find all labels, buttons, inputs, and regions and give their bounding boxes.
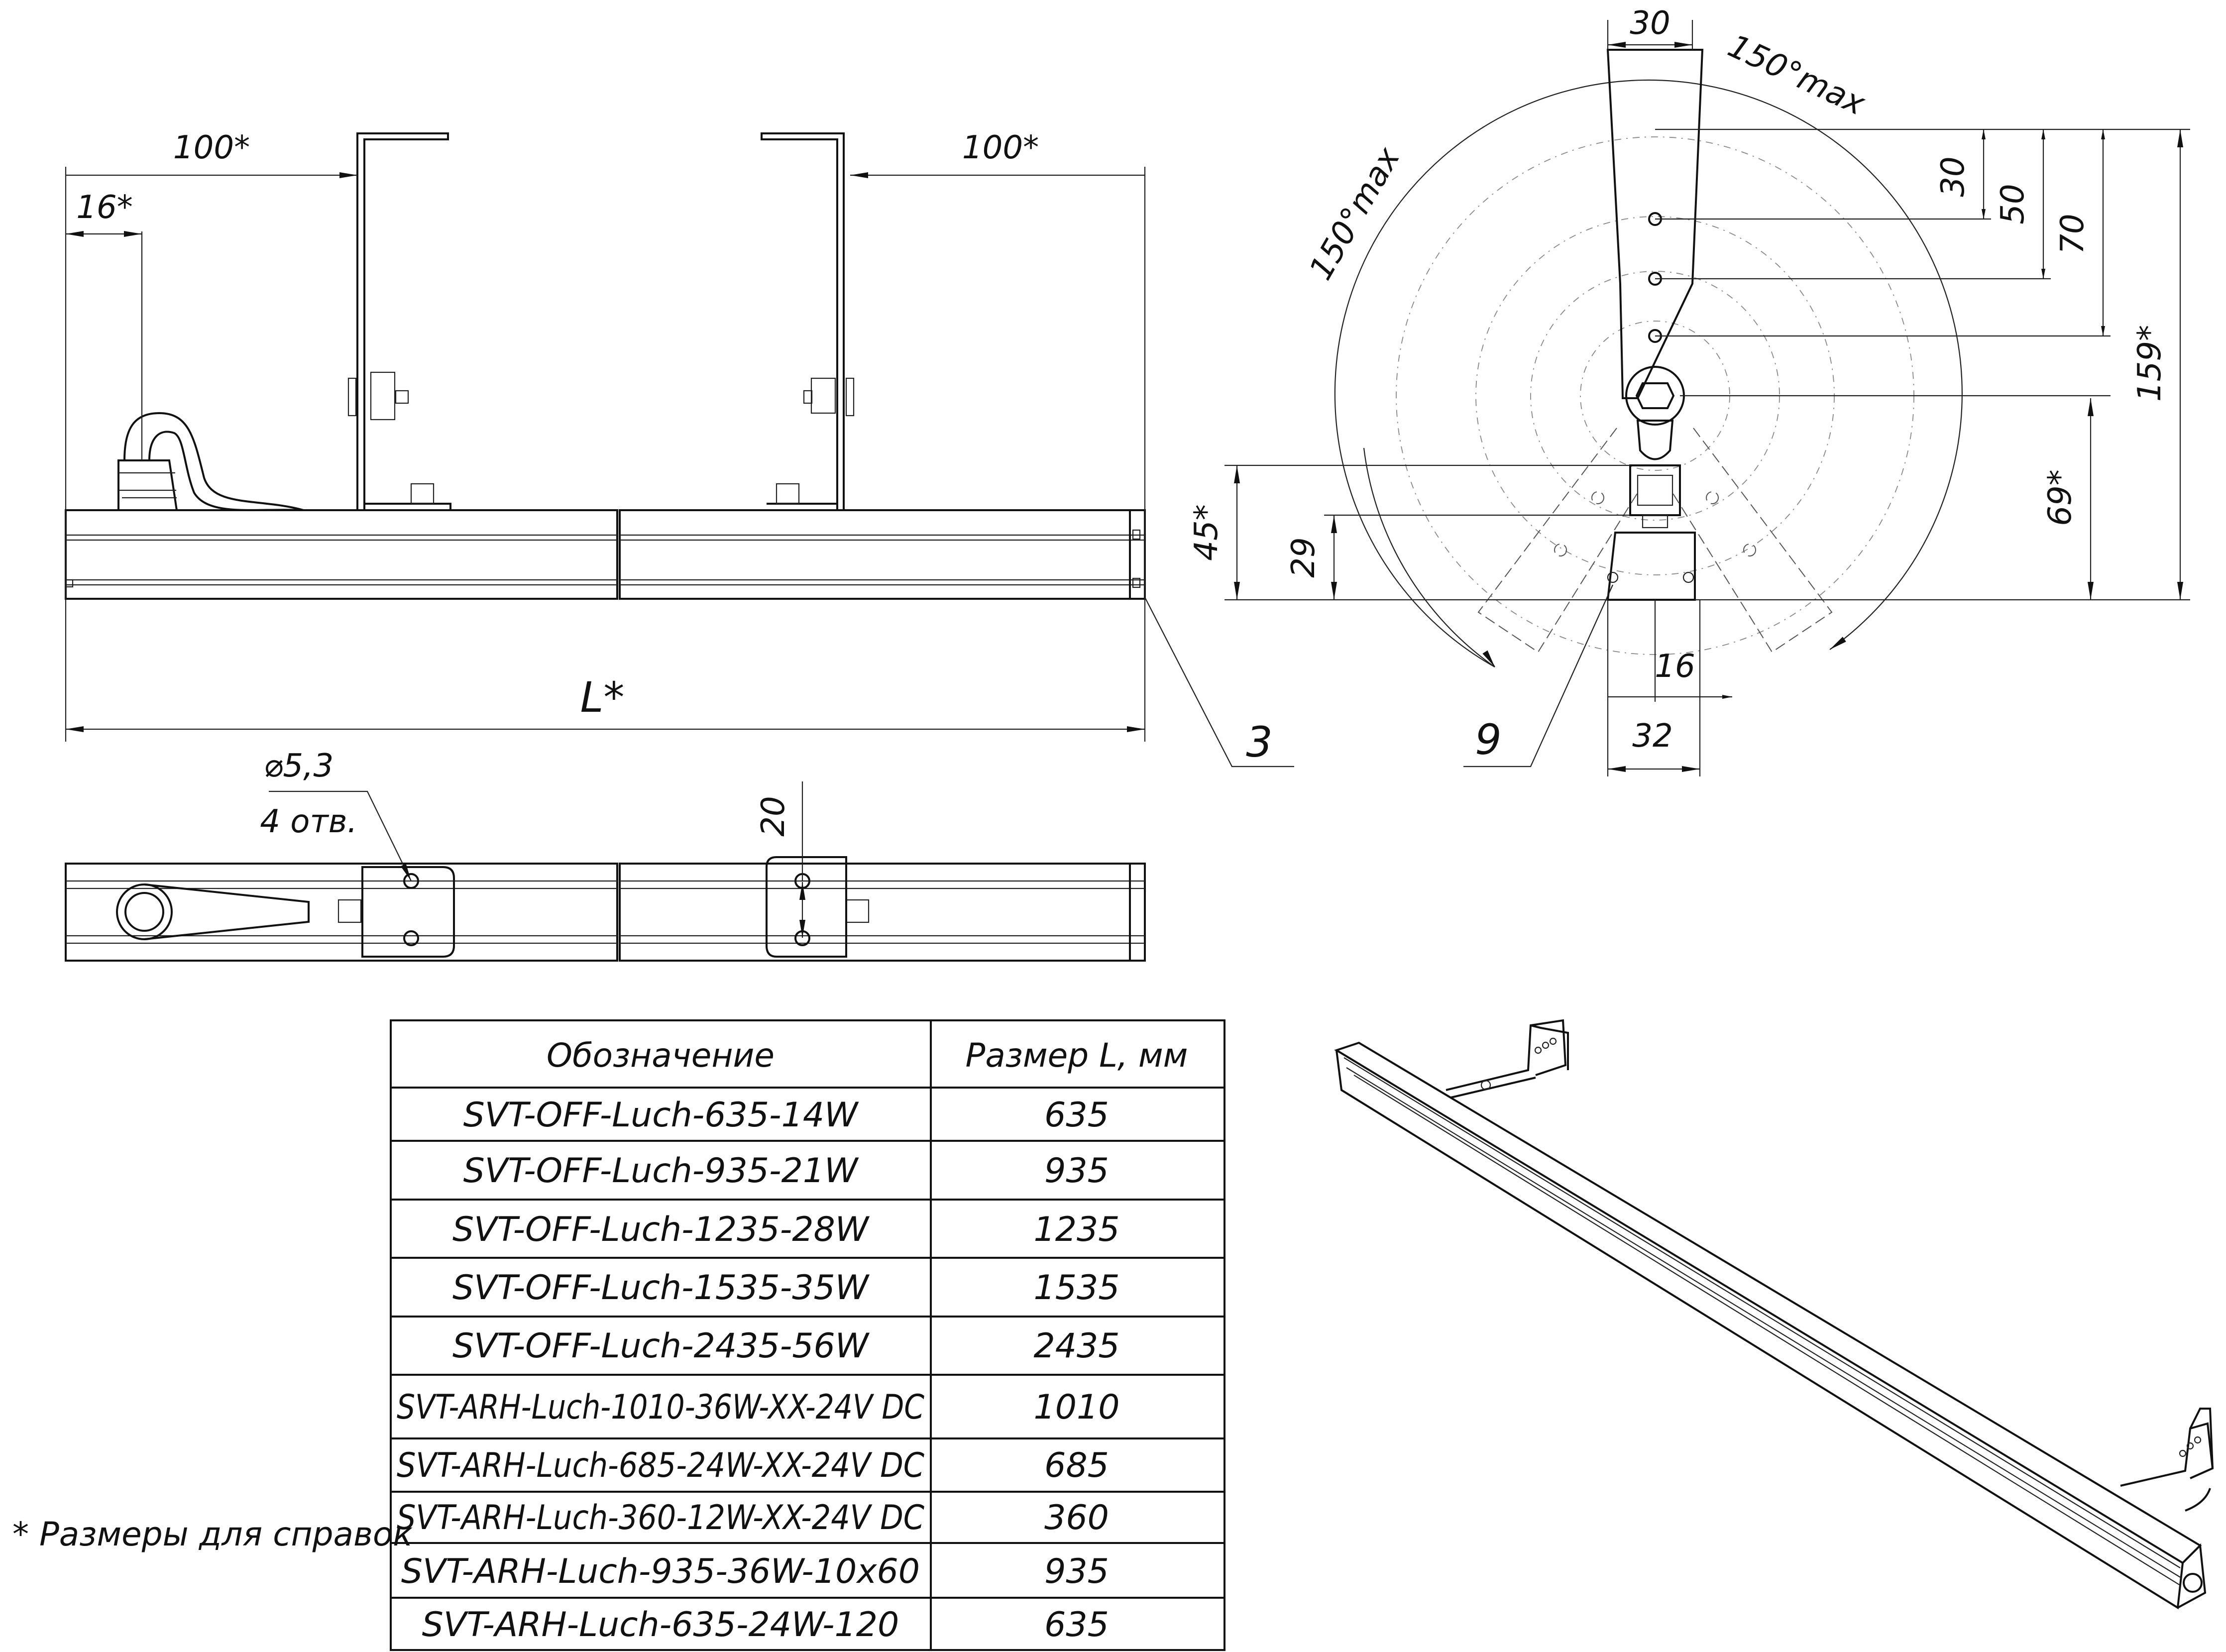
side-view: 30 50 70 159* 69* 45* 29 30 150°max 150°… — [1188, 5, 2190, 776]
dim-159: 159* — [2131, 325, 2168, 402]
table-cell-designation: SVT-OFF-Luch-635-14W — [463, 1096, 859, 1135]
table-cell-designation: SVT-OFF-Luch-935-21W — [463, 1151, 859, 1191]
dim-top-width: 30 — [1630, 5, 1670, 42]
table-cell-length: 1010 — [1033, 1388, 1119, 1427]
hole-diameter: ⌀5,3 — [264, 748, 334, 784]
dim-16: 16 — [1655, 648, 1695, 685]
table-cell-length: 2435 — [1033, 1326, 1119, 1366]
dim-50: 50 — [1995, 184, 2031, 224]
table-cell-length: 1535 — [1033, 1268, 1119, 1308]
dim-45: 45* — [1188, 504, 1225, 560]
dim-bracket-left: 100* — [173, 129, 250, 166]
table-cell-designation: SVT-OFF-Luch-1535-35W — [452, 1268, 870, 1308]
callout-9: 9 — [1475, 715, 1501, 764]
table-cell-designation: SVT-ARH-Luch-935-36W-10x60 — [401, 1552, 920, 1591]
dim-70: 70 — [2054, 214, 2091, 254]
dim-gland: 16* — [76, 189, 132, 226]
table-cell-length: 1235 — [1033, 1210, 1119, 1249]
table-cell-length: 935 — [1044, 1552, 1109, 1591]
isometric-view — [1334, 1019, 2214, 1610]
table-cell-length: 635 — [1044, 1605, 1109, 1645]
designation-table: Обозначение Размер L, мм SVT-OFF-Luch-63… — [390, 1019, 1225, 1651]
dim-length: L* — [580, 673, 625, 722]
dim-29: 29 — [1285, 537, 1322, 577]
top-view: 20 ⌀5,3 4 отв. — [65, 748, 1146, 962]
dim-69: 69* — [2042, 469, 2079, 526]
table-cell-designation: SVT-ARH-Luch-685-24W-XX-24V DC — [397, 1446, 924, 1485]
table-cell-length: 935 — [1044, 1151, 1109, 1191]
callout-3: 3 — [1246, 718, 1272, 767]
dim-bracket-right: 100* — [962, 129, 1039, 166]
table-cell-designation: SVT-ARH-Luch-635-24W-120 — [422, 1605, 899, 1645]
angle-right: 150°max — [1722, 27, 1871, 123]
table-header-length: Размер L, мм — [966, 1036, 1188, 1075]
table-cell-designation: SVT-OFF-Luch-2435-56W — [452, 1326, 870, 1366]
table-cell-length: 360 — [1044, 1498, 1109, 1538]
reference-note: * Размеры для справок — [12, 1515, 413, 1553]
table-cell-length: 635 — [1044, 1096, 1109, 1135]
table-cell-length: 685 — [1044, 1446, 1109, 1485]
hole-count: 4 отв. — [260, 803, 357, 840]
dim-slot: 20 — [755, 796, 792, 836]
dim-30-vertical: 30 — [1935, 156, 1972, 197]
dim-32: 32 — [1632, 718, 1672, 755]
table-header-designation: Обозначение — [547, 1036, 775, 1075]
front-view: 100* 100* 16* L* 3 — [65, 129, 1294, 768]
table-cell-designation: SVT-ARH-Luch-360-12W-XX-24V DC — [397, 1498, 924, 1538]
table-cell-designation: SVT-ARH-Luch-1010-36W-XX-24V DC — [397, 1388, 924, 1427]
table-cell-designation: SVT-OFF-Luch-1235-28W — [452, 1210, 870, 1249]
